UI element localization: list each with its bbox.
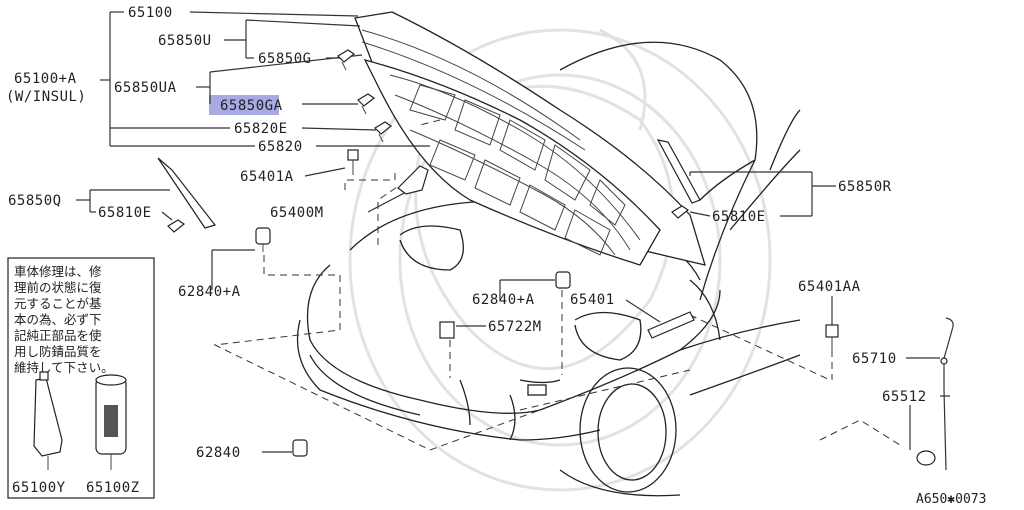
label-65810E-left: 65810E [98,205,152,221]
label-65850G: 65850G [258,51,312,67]
label-65100A: 65100+A [14,71,77,87]
label-65710: 65710 [852,351,897,367]
label-65512: 65512 [882,389,927,405]
notice-line-4: 本の為、必ず下 [14,312,102,327]
label-65810E-right: 65810E [712,209,766,225]
label-65850UA: 65850UA [114,80,177,96]
highlight-65850GA [209,95,279,115]
part-labels: 65100 65850U 65850G 65100+A (W/INSUL) 65… [6,5,986,507]
label-65100Y: 65100Y [12,480,66,496]
repair-notice-box: 車体修理は、修 理前の状態に復 元することが基 本の為、必ず下 記純正部品を使 … [7,257,155,499]
leaders-top-left [76,11,430,290]
spray-can-icon [95,374,127,470]
hood-panel [354,11,706,266]
label-62840: 62840 [196,445,241,461]
watermark-emblem [348,28,772,492]
label-65820: 65820 [258,139,303,155]
label-65850U: 65850U [158,33,212,49]
notice-line-2: 理前の状態に復 [14,280,102,295]
sealant-tube-icon [33,371,63,470]
part-clips [157,49,954,471]
label-65401: 65401 [570,292,615,308]
label-65722M: 65722M [488,319,542,335]
leaders-right [262,171,950,453]
label-65850Q: 65850Q [8,193,62,209]
label-65100A-note: (W/INSUL) [6,89,86,105]
notice-line-5: 記純正部品を使 [14,328,102,343]
label-65850GA: 65850GA [220,98,283,114]
label-65820E: 65820E [234,121,288,137]
label-65401AA: 65401AA [798,279,861,295]
notice-line-7: 維持して下さい。 [14,360,114,375]
car-body [296,41,801,497]
notice-line-3: 元することが基 [14,296,102,311]
label-65100Z: 65100Z [86,480,140,496]
figure-code: A650✱0073 [916,492,986,507]
notice-line-1: 車体修理は、修 [14,264,102,279]
label-62840A-left: 62840+A [178,284,241,300]
label-62840A-mid: 62840+A [472,292,535,308]
label-65401A: 65401A [240,169,294,185]
label-65400M: 65400M [270,205,324,221]
notice-line-6: 用し防錆品質を [14,344,102,359]
label-65100: 65100 [128,5,173,21]
label-65850R: 65850R [838,179,892,195]
